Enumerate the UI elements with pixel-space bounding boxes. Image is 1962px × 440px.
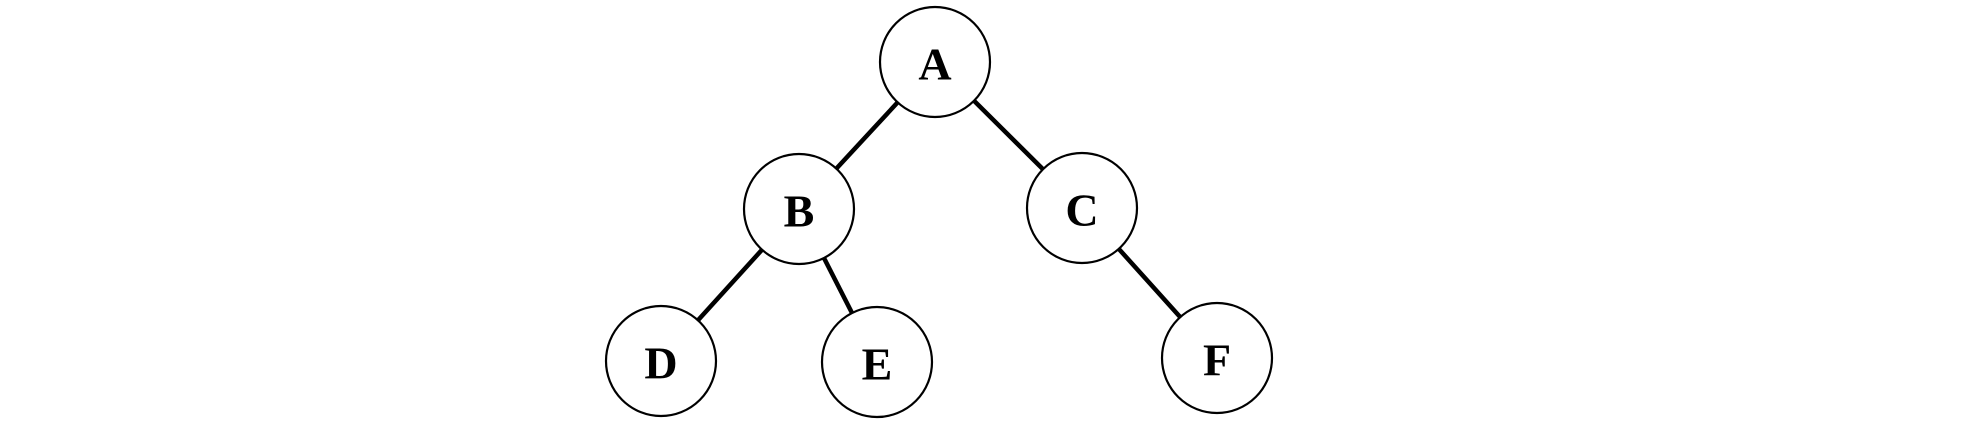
tree-node-C: C (1025, 151, 1139, 265)
node-label: C (1065, 184, 1098, 235)
node-circle (820, 305, 934, 419)
tree-node-A: A (878, 5, 992, 119)
tree-node-D: D (604, 304, 718, 418)
node-label: A (918, 38, 951, 89)
tree-node-F: F (1160, 301, 1274, 415)
node-circle (604, 304, 718, 418)
tree-node-B: B (742, 152, 856, 266)
node-label: B (784, 185, 815, 236)
node-label: E (862, 338, 893, 389)
tree-nodes: A B C D E F (604, 5, 1274, 419)
node-circle (878, 5, 992, 119)
node-circle (742, 152, 856, 266)
node-circle (1160, 301, 1274, 415)
tree-node-E: E (820, 305, 934, 419)
node-label: F (1203, 334, 1231, 385)
node-label: D (644, 337, 677, 388)
node-circle (1025, 151, 1139, 265)
